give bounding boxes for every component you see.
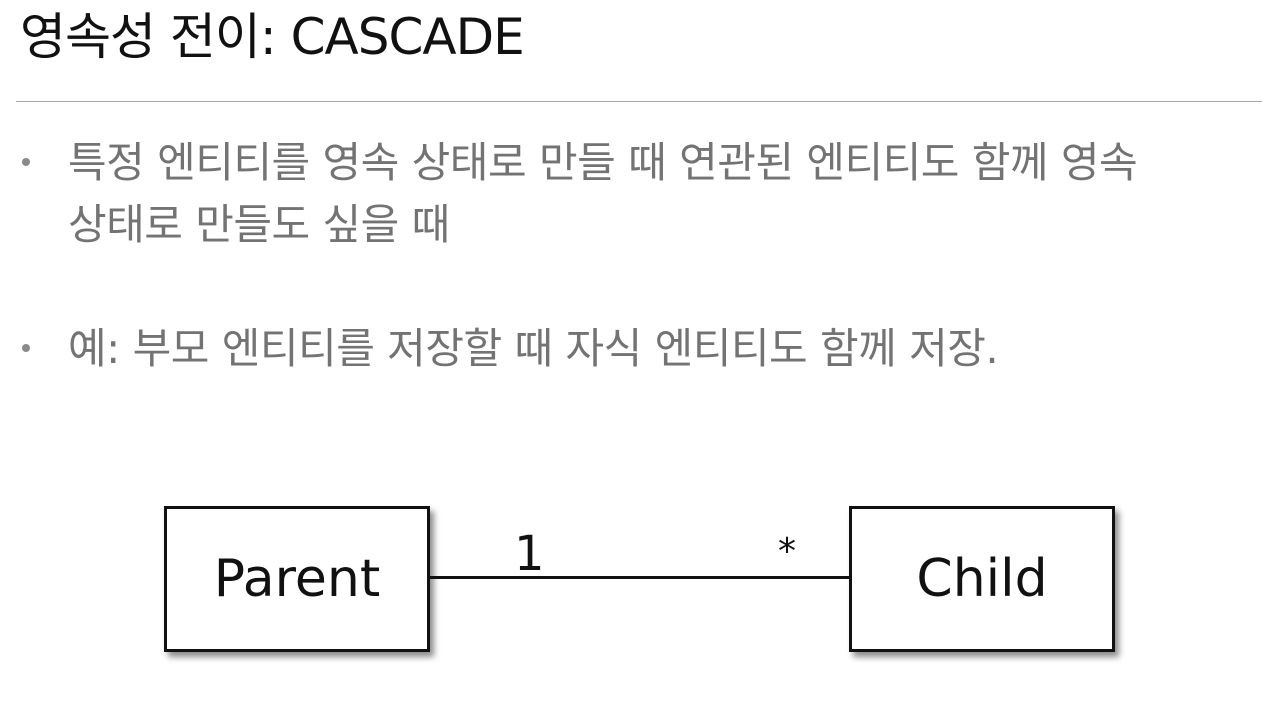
bullet-dot-icon — [22, 344, 30, 352]
bullet-item: 예: 부모 엔티티를 저장할 때 자식 엔티티도 함께 저장. — [22, 318, 1242, 380]
child-entity-label: Child — [916, 549, 1048, 609]
association-line — [430, 576, 849, 579]
bullet-dot-icon — [22, 158, 30, 166]
bullet-item: 특정 엔티티를 영속 상태로 만들 때 연관된 엔티티도 함께 영속 상태로 만… — [22, 132, 1242, 256]
parent-entity-label: Parent — [213, 549, 381, 609]
title-divider — [16, 101, 1262, 102]
right-multiplicity: * — [778, 531, 796, 572]
bullet-text: 특정 엔티티를 영속 상태로 만들 때 연관된 엔티티도 함께 영속 상태로 만… — [68, 138, 1138, 249]
slide-title: 영속성 전이: CASCADE — [20, 8, 525, 66]
bullet-text: 예: 부모 엔티티를 저장할 때 자식 엔티티도 함께 저장. — [68, 324, 999, 373]
child-entity-box: Child — [849, 506, 1115, 652]
left-multiplicity: 1 — [514, 526, 545, 582]
parent-entity-box: Parent — [164, 506, 430, 652]
